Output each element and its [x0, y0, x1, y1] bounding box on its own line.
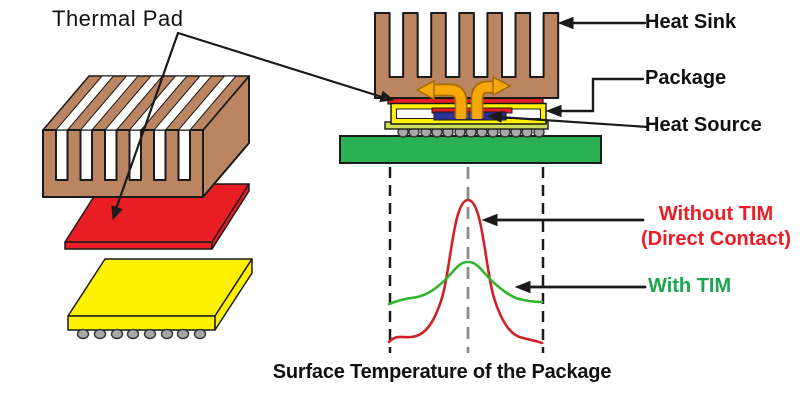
leader-lines [111, 16, 650, 294]
exploded-package-balls [76, 328, 207, 340]
graph-caption: Surface Temperature of the Package [272, 361, 612, 383]
heat-arrow-left-head [416, 80, 435, 100]
without-tim-label-line2: (Direct Contact) [640, 228, 791, 250]
thermal-pad-leader-exploded [111, 31, 180, 221]
exploded-heat-sink [42, 75, 250, 198]
heat-source-die [433, 111, 507, 121]
without-tim-label: Without TIM (Direct Contact) [616, 202, 800, 252]
thermal-pad-label: Thermal Pad [52, 6, 184, 31]
temp-curve-with-tim [387, 260, 544, 306]
heat-flow-arrows [416, 76, 511, 119]
without-tim-arrow [481, 213, 645, 227]
heat-arrow-right-head [492, 76, 511, 96]
exploded-thermal-pad [64, 183, 250, 250]
without-tim-label-line1: Without TIM [658, 203, 774, 225]
with-tim-label: With TIM [648, 275, 732, 297]
heat-sink-label: Heat Sink [645, 11, 737, 33]
assembled-heat-sink [374, 12, 560, 99]
with-tim-arrow [514, 280, 647, 294]
thermal-pad-leader-assembled [176, 31, 395, 103]
package-leader [545, 77, 645, 118]
heat-source-label: Heat Source [645, 114, 762, 136]
heat-sink-top-slots [55, 75, 237, 131]
heat-source-leader [486, 110, 650, 129]
heat-sink-leader [557, 16, 647, 30]
temp-curve-without-tim [387, 198, 544, 345]
package-label: Package [645, 67, 727, 89]
exploded-package [67, 258, 253, 331]
pcb-board [339, 135, 602, 164]
graph-dashed-guides [388, 167, 545, 353]
